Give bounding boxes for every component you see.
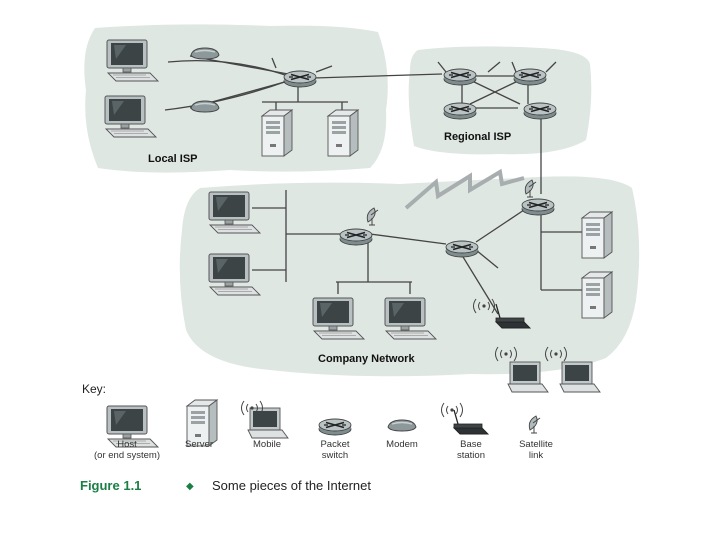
- company-router-1: [339, 228, 373, 246]
- modem-1: [190, 47, 220, 60]
- key-label-satellite: Satellite: [519, 439, 553, 450]
- key-label-server: Server: [185, 439, 213, 450]
- key-label-base-sub: station: [457, 450, 485, 461]
- caption-bullet-icon: ◆: [186, 481, 194, 492]
- key-title: Key:: [82, 382, 106, 396]
- links: [164, 55, 582, 315]
- gateway-router: [521, 198, 555, 216]
- key-label-host: Host: [117, 439, 137, 450]
- regional-router-3: [443, 102, 477, 120]
- regional-router-2: [513, 68, 547, 86]
- key-label-host-sub: (or end system): [94, 450, 160, 461]
- company-server-1: [581, 211, 613, 259]
- company-network-label: Company Network: [318, 353, 415, 365]
- local-server-1: [261, 109, 293, 157]
- company-router-2: [445, 240, 479, 258]
- base-station-waves-icon: [441, 402, 463, 418]
- base-station-icon: [453, 409, 489, 435]
- modem-2: [190, 100, 220, 113]
- mobile-laptop-2: [559, 361, 601, 393]
- packet-switch-icon: [318, 418, 352, 436]
- local-isp-router: [283, 70, 317, 88]
- key-label-satellite-sub: link: [529, 450, 544, 461]
- regional-router-4: [523, 102, 557, 120]
- figure-caption: Some pieces of the Internet: [212, 478, 371, 493]
- company-server-2: [581, 271, 613, 319]
- key-label-packet: Packet: [320, 439, 349, 450]
- key-labels: Host (or end system) Server Mobile Packe…: [94, 439, 553, 461]
- key-label-modem: Modem: [386, 439, 418, 450]
- local-isp-cloud: [84, 24, 388, 173]
- key-label-base: Base: [460, 439, 482, 450]
- regional-isp-label: Regional ISP: [444, 131, 511, 143]
- modem-icon: [387, 419, 417, 432]
- satellite-dish-icon: [528, 415, 541, 434]
- local-server-2: [327, 109, 359, 157]
- regional-router-1: [443, 68, 477, 86]
- key-label-mobile: Mobile: [253, 439, 281, 450]
- mobile-icon: [247, 407, 289, 439]
- key-label-packet-sub: switch: [322, 450, 348, 461]
- local-isp-label: Local ISP: [148, 153, 198, 165]
- figure-number: Figure 1.1: [80, 478, 141, 493]
